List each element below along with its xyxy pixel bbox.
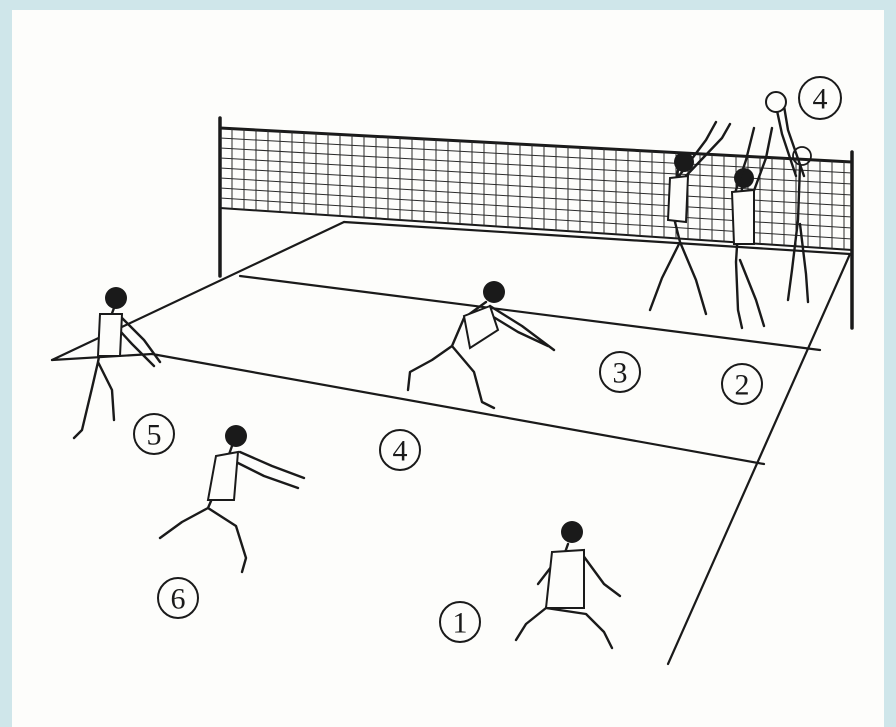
court-left-sideline: [52, 222, 344, 360]
position-badge-4: 4: [380, 430, 420, 470]
player-position-1: [516, 521, 620, 648]
position-number-4-blocker: 4: [813, 83, 828, 116]
position-number-3: 3: [613, 357, 628, 390]
position-number-6: 6: [171, 583, 186, 616]
net: [220, 118, 852, 328]
position-number-2: 2: [735, 369, 750, 402]
player-position-6: [160, 425, 304, 572]
court-back-line: [152, 354, 764, 464]
opponent-player: [776, 106, 811, 302]
position-badge-5: 5: [134, 414, 174, 454]
net-top-band: [220, 128, 852, 162]
position-badge-6: 6: [158, 578, 198, 618]
net-bottom-band: [220, 208, 852, 250]
position-number-5: 5: [147, 419, 162, 452]
net-mesh: [220, 129, 852, 250]
position-number-4: 4: [393, 435, 408, 468]
position-badge-2: 2: [722, 364, 762, 404]
court-right-sideline: [668, 254, 850, 664]
illustration-frame: 1 2 3 4 4 5 6: [12, 10, 884, 727]
volleyball-court-illustration: 1 2 3 4 4 5 6: [12, 10, 884, 727]
position-number-1: 1: [453, 607, 468, 640]
position-badge-4-blocker: 4: [799, 77, 841, 119]
ball-icon: [766, 92, 786, 112]
position-badge-1: 1: [440, 602, 480, 642]
court-center-line: [344, 222, 850, 254]
position-badge-3: 3: [600, 352, 640, 392]
